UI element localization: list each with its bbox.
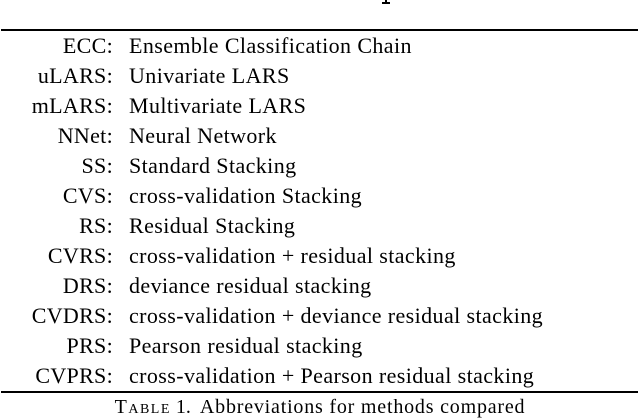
abbr-cell: PRS: [66,333,113,358]
abbr-cell: NNet: [57,123,113,148]
table-row: ECC: Ensemble Classification Chain [0,31,640,61]
abbr-cell: CVS: [62,183,113,208]
table-bottom-rule [1,391,638,393]
table-top-rule [1,29,638,31]
table-row: RS: Residual Stacking [0,211,640,241]
abbr-cell: CVPRS: [35,363,113,388]
abbreviation-table: ECC: Ensemble Classification Chain uLARS… [0,31,640,391]
caption-number: 1. [175,396,191,418]
table-row: CVDRS: cross-validation + deviance resid… [0,301,640,331]
desc-cell: Ensemble Classification Chain [129,33,412,58]
table-row: CVS: cross-validation Stacking [0,181,640,211]
desc-cell: Univariate LARS [129,63,290,88]
desc-cell: Standard Stacking [129,153,297,178]
caption-tag: Table [114,396,171,418]
desc-cell: Multivariate LARS [129,93,307,118]
abbr-cell: mLARS: [31,93,113,118]
abbr-cell: uLARS: [37,63,113,88]
desc-cell: Residual Stacking [129,213,296,238]
abbr-cell: CVDRS: [31,303,113,328]
table-row: DRS: deviance residual stacking [0,271,640,301]
desc-cell: Neural Network [129,123,277,148]
table-row: NNet: Neural Network [0,121,640,151]
cut-text-descender-serif [382,2,390,4]
caption-text: Abbreviations for methods compared [199,396,526,418]
abbr-cell: DRS: [62,273,113,298]
abbr-cell: CVRS: [47,243,113,268]
table-row: CVPRS: cross-validation + Pearson residu… [0,361,640,391]
table-row: uLARS: Univariate LARS [0,61,640,91]
desc-cell: deviance residual stacking [129,273,372,298]
desc-cell: cross-validation + Pearson residual stac… [129,363,535,388]
table-row: PRS: Pearson residual stacking [0,331,640,361]
desc-cell: cross-validation Stacking [129,183,363,208]
abbr-cell: ECC: [62,33,113,58]
cut-text-descender-stem [385,0,387,3]
abbr-cell: RS: [79,213,113,238]
desc-cell: cross-validation + residual stacking [129,243,456,268]
table-row: CVRS: cross-validation + residual stacki… [0,241,640,271]
abbr-cell: SS: [81,153,113,178]
table-row: mLARS: Multivariate LARS [0,91,640,121]
desc-cell: Pearson residual stacking [129,333,363,358]
desc-cell: cross-validation + deviance residual sta… [129,303,544,328]
table-row: SS: Standard Stacking [0,151,640,181]
